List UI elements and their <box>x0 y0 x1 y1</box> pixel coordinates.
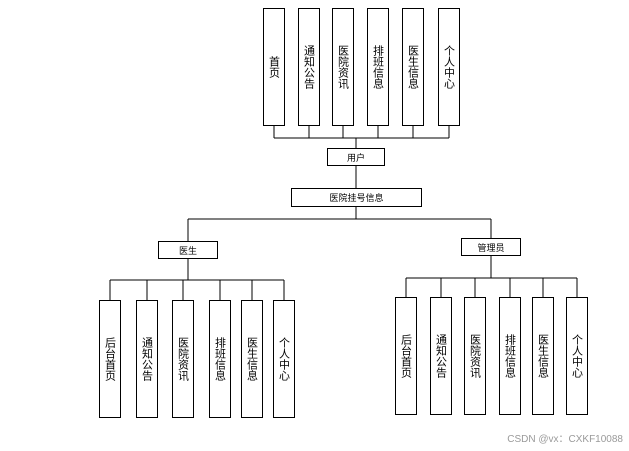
root-label: 医院挂号信息 <box>329 194 384 204</box>
user-item-label: 个人中心 <box>442 45 456 89</box>
user-role-node: 用户 <box>327 148 385 166</box>
doctor-item-label: 后台首页 <box>103 337 117 381</box>
user-item-notice: 通知公告 <box>298 8 320 126</box>
admin-item-doctor-info: 医生信息 <box>532 297 554 415</box>
user-item-label: 排班信息 <box>371 45 385 89</box>
admin-role-node: 管理员 <box>461 238 521 256</box>
doctor-item-label: 个人中心 <box>277 337 291 381</box>
root-node: 医院挂号信息 <box>291 188 422 207</box>
user-item-schedule: 排班信息 <box>367 8 389 126</box>
watermark-text: CSDN @vx：CXKF10088 <box>507 434 623 445</box>
user-item-label: 通知公告 <box>302 45 316 89</box>
admin-item-label: 个人中心 <box>570 334 584 378</box>
user-item-news: 医院资讯 <box>332 8 354 126</box>
doctor-item-profile: 个人中心 <box>273 300 295 418</box>
user-item-profile: 个人中心 <box>438 8 460 126</box>
user-item-home: 首页 <box>263 8 285 126</box>
doctor-item-label: 通知公告 <box>140 337 154 381</box>
admin-item-label: 医院资讯 <box>468 334 482 378</box>
admin-item-news: 医院资讯 <box>464 297 486 415</box>
user-item-label: 首页 <box>267 56 281 78</box>
admin-item-label: 后台首页 <box>399 334 413 378</box>
user-item-label: 医生信息 <box>406 45 420 89</box>
admin-item-schedule: 排班信息 <box>499 297 521 415</box>
admin-item-notice: 通知公告 <box>430 297 452 415</box>
admin-item-label: 通知公告 <box>434 334 448 378</box>
doctor-item-doctor-info: 医生信息 <box>241 300 263 418</box>
admin-item-profile: 个人中心 <box>566 297 588 415</box>
user-item-label: 医院资讯 <box>336 45 350 89</box>
doctor-item-news: 医院资讯 <box>172 300 194 418</box>
doctor-item-label: 排班信息 <box>213 337 227 381</box>
doctor-role-node: 医生 <box>158 241 218 259</box>
doctor-role-label: 医生 <box>178 246 197 257</box>
admin-item-dashboard: 后台首页 <box>395 297 417 415</box>
doctor-item-label: 医院资讯 <box>176 337 190 381</box>
admin-item-label: 医生信息 <box>536 334 550 378</box>
user-item-doctor-info: 医生信息 <box>402 8 424 126</box>
admin-item-label: 排班信息 <box>503 334 517 378</box>
doctor-item-notice: 通知公告 <box>136 300 158 418</box>
admin-role-label: 管理员 <box>477 243 505 254</box>
doctor-item-schedule: 排班信息 <box>209 300 231 418</box>
doctor-item-dashboard: 后台首页 <box>99 300 121 418</box>
user-role-label: 用户 <box>346 153 365 164</box>
doctor-item-label: 医生信息 <box>245 337 259 381</box>
